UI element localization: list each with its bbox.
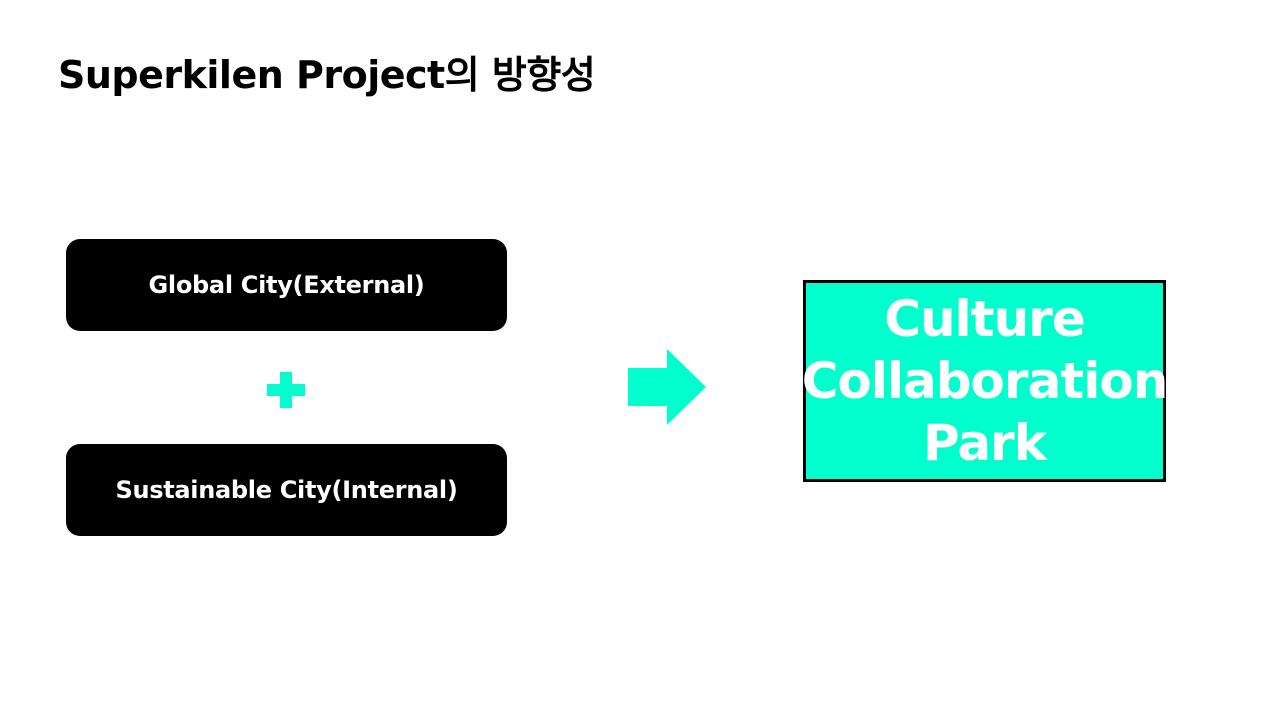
input-box-global-city: Global City(External) bbox=[66, 239, 507, 331]
result-line: Culture bbox=[884, 290, 1085, 348]
plus-icon bbox=[267, 372, 305, 408]
slide-title: Superkilen Project의 방향성 bbox=[58, 53, 596, 97]
result-line: Collaboration bbox=[801, 352, 1169, 410]
input-box-sustainable-city: Sustainable City(Internal) bbox=[66, 444, 507, 536]
input-box-label: Global City(External) bbox=[148, 271, 425, 299]
right-arrow-icon bbox=[628, 349, 706, 425]
result-box-culture-collaboration-park: Culture Collaboration Park bbox=[801, 280, 1169, 482]
input-box-label: Sustainable City(Internal) bbox=[115, 476, 458, 504]
result-line: Park bbox=[923, 414, 1047, 472]
